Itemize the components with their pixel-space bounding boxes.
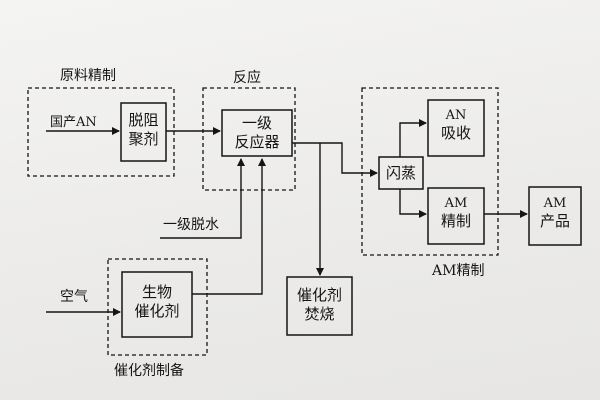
node-flash: 闪蒸 [379,164,423,183]
group-label-reaction: 反应 [233,70,261,86]
node-am-refine-line2: 精制 [440,212,471,231]
box-catalyst-burn [286,276,353,336]
arrow-catalyst-reactor [192,158,266,295]
node-reactor-line1: 一级 [241,114,272,132]
input-label-domestic-an: 国产AN [50,115,97,130]
node-reactor-line2: 反应器 [234,132,280,151]
node-am-product-line2: 产品 [539,212,570,231]
node-bio-catalyst: 生物 催化剂 [122,283,192,321]
node-an-absorb-line1: AN [445,108,467,123]
box-flash [378,156,424,190]
node-catalyst-burn-line2: 焚烧 [304,304,335,323]
node-am-product: AM 产品 [529,196,581,231]
node-inhibitor-line1: 脱阻 [128,111,159,129]
group-box-raw [27,87,175,177]
box-am-refine [427,187,485,245]
node-am-product-line1: AM [543,196,567,211]
arrow-dewater-reactor [160,158,245,239]
node-catalyst-burn: 催化剂 焚烧 [287,286,352,324]
node-inhibitor: 脱阻 聚剂 [121,111,166,149]
group-box-am-refine [361,87,499,256]
group-box-reaction [202,87,296,191]
arrow-reactor-flash [292,142,378,177]
node-inhibitor-line2: 聚剂 [128,129,159,148]
node-bio-catalyst-line2: 催化剂 [134,301,180,320]
node-am-refine: AM 精制 [428,196,484,231]
box-bio-catalyst [121,271,193,338]
group-label-raw: 原料精制 [60,68,116,84]
node-reactor: 一级 反应器 [222,114,292,152]
arrow-flash-am-refine [399,189,427,218]
group-label-am-refine: AM精制 [432,263,485,279]
node-bio-catalyst-line1: 生物 [141,283,172,301]
node-an-absorb-line2: 吸收 [440,124,471,143]
group-box-catalyst-prep [107,258,208,356]
box-reactor [221,109,293,157]
arrow-flash-an-absorb [399,119,427,157]
node-catalyst-burn-line1: 催化剂 [296,286,342,304]
node-flash-line1: 闪蒸 [385,164,416,182]
box-am-product [528,186,582,246]
box-inhibitor [120,102,167,162]
node-an-absorb: AN 吸收 [428,108,484,143]
node-am-refine-line1: AM [444,196,468,211]
group-label-catalyst-prep: 催化剂制备 [114,363,184,379]
box-an-absorb [427,99,485,157]
input-label-air: 空气 [60,289,88,305]
input-label-primary-dewater: 一级脱水 [163,217,219,233]
